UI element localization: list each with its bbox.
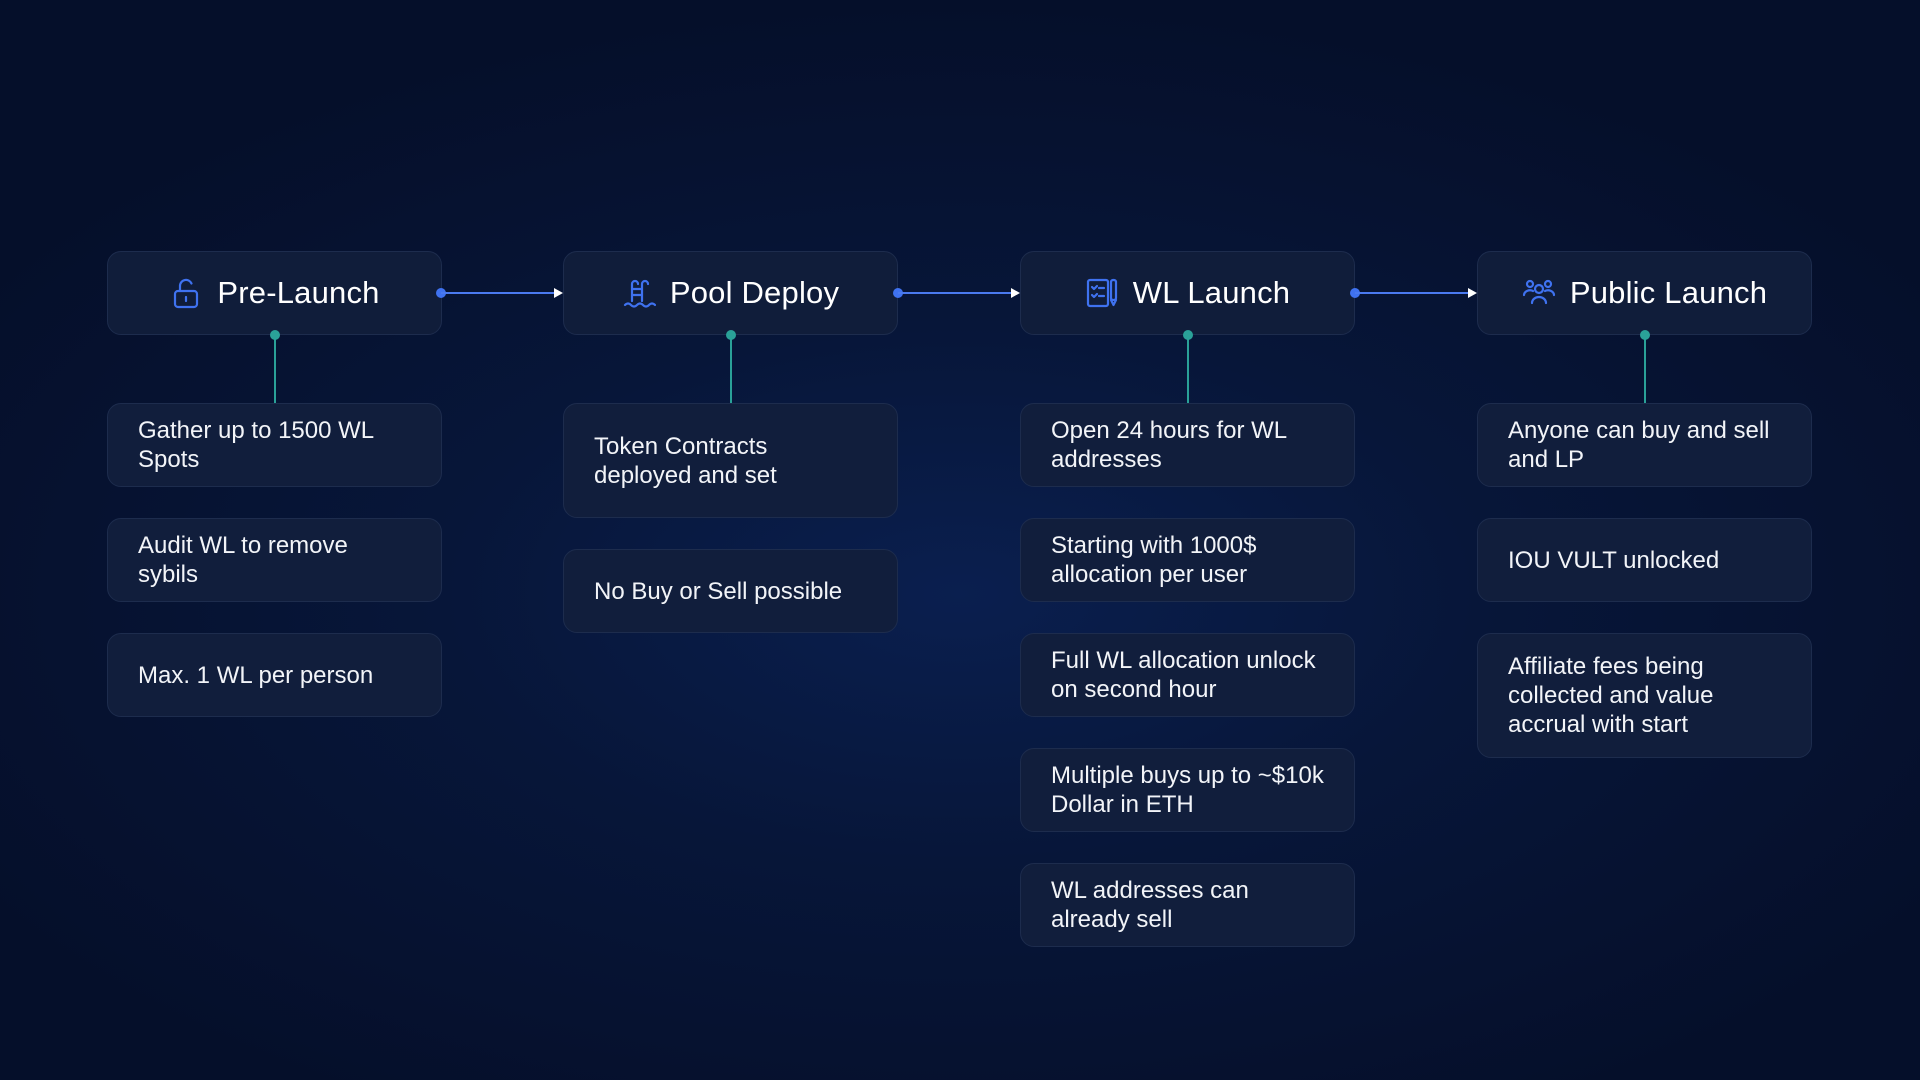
stage-title: WL Launch — [1132, 275, 1291, 310]
stage-public-launch: Public Launch Anyone can buy and sell an… — [1477, 251, 1812, 758]
stage-item: Multiple buys up to ~$10k Dollar in ETH — [1020, 748, 1355, 832]
stage-header-pre-launch: Pre-Launch — [107, 251, 442, 335]
stage-item: Anyone can buy and sell and LP — [1477, 403, 1812, 487]
connector-stem — [729, 335, 732, 403]
flow-arrow — [893, 287, 1020, 299]
stage-item: WL addresses can already sell — [1020, 863, 1355, 947]
users-group-icon — [1522, 276, 1556, 310]
arrow-head — [1468, 288, 1477, 298]
connector-stem — [1186, 335, 1189, 403]
connector-stem — [1643, 335, 1646, 403]
stage-items: Gather up to 1500 WL Spots Audit WL to r… — [107, 403, 442, 748]
stage-title: Pool Deploy — [669, 275, 840, 310]
stage-item: Max. 1 WL per person — [107, 633, 442, 717]
unlock-icon — [169, 276, 203, 310]
pool-ladder-icon — [622, 276, 656, 310]
stage-item: Open 24 hours for WL addresses — [1020, 403, 1355, 487]
flow-arrow — [436, 287, 563, 299]
stage-header-public-launch: Public Launch — [1477, 251, 1812, 335]
flow-arrow — [1350, 287, 1477, 299]
stage-item: No Buy or Sell possible — [563, 549, 898, 633]
stage-item: Starting with 1000$ allocation per user — [1020, 518, 1355, 602]
stage-items: Open 24 hours for WL addresses Starting … — [1020, 403, 1355, 978]
stage-item: IOU VULT unlocked — [1477, 518, 1812, 602]
document-checklist-icon — [1085, 276, 1119, 310]
arrow-line — [441, 292, 555, 294]
stage-wl-launch: WL Launch Open 24 hours for WL addresses… — [1020, 251, 1355, 947]
stage-item: Full WL allocation unlock on second hour — [1020, 633, 1355, 717]
stage-header-wl-launch: WL Launch — [1020, 251, 1355, 335]
stage-pool-deploy: Pool Deploy Token Contracts deployed and… — [563, 251, 898, 633]
arrow-head — [554, 288, 563, 298]
stage-item: Token Contracts deployed and set — [563, 403, 898, 518]
stage-item: Gather up to 1500 WL Spots — [107, 403, 442, 487]
stage-header-pool-deploy: Pool Deploy — [563, 251, 898, 335]
arrow-head — [1011, 288, 1020, 298]
stage-pre-launch: Pre-Launch Gather up to 1500 WL Spots Au… — [107, 251, 442, 717]
stage-title: Public Launch — [1569, 275, 1768, 310]
stage-item: Audit WL to remove sybils — [107, 518, 442, 602]
connector-stem — [273, 335, 276, 403]
stage-items: Token Contracts deployed and set No Buy … — [563, 403, 898, 664]
stage-item: Affiliate fees being collected and value… — [1477, 633, 1812, 758]
stage-items: Anyone can buy and sell and LP IOU VULT … — [1477, 403, 1812, 789]
arrow-line — [1355, 292, 1469, 294]
arrow-line — [898, 292, 1012, 294]
stage-title: Pre-Launch — [217, 275, 380, 310]
